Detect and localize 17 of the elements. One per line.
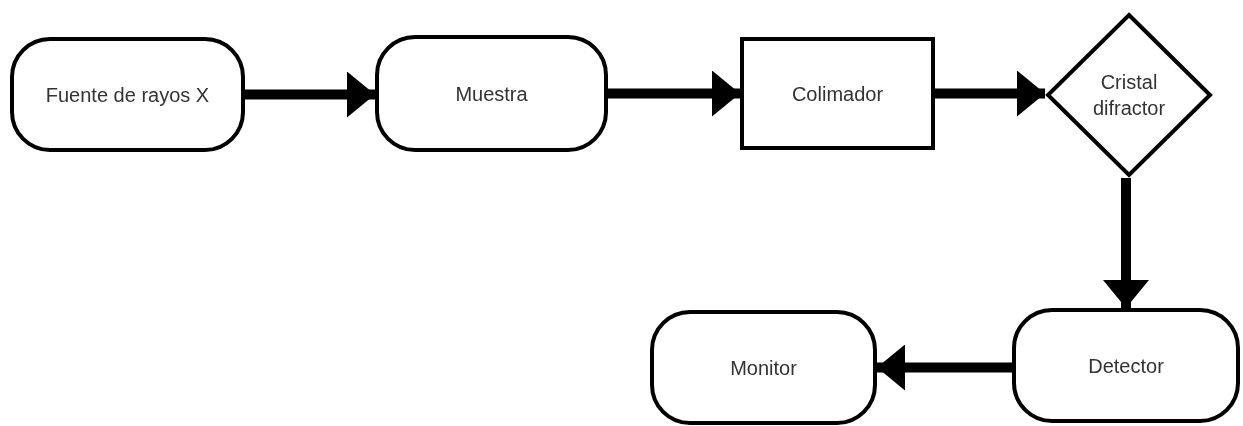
process-box [650, 310, 877, 425]
process-box [1012, 308, 1240, 423]
process-box [10, 37, 245, 152]
process-box [375, 35, 608, 152]
arrow [1103, 178, 1149, 308]
node-label: Colimador [791, 81, 884, 107]
arrow [877, 344, 1012, 391]
node-label: Muestra [455, 81, 528, 107]
node-label: Monitor [730, 355, 797, 381]
process-box [740, 37, 935, 150]
decision-diamond [1045, 12, 1213, 178]
node-label: Fuente de rayos X [45, 82, 210, 108]
arrow [935, 70, 1045, 117]
arrow [608, 70, 740, 117]
node-label: Detector [1088, 353, 1164, 379]
node-label: Cristal difractor [1091, 70, 1167, 121]
arrow [245, 71, 375, 118]
